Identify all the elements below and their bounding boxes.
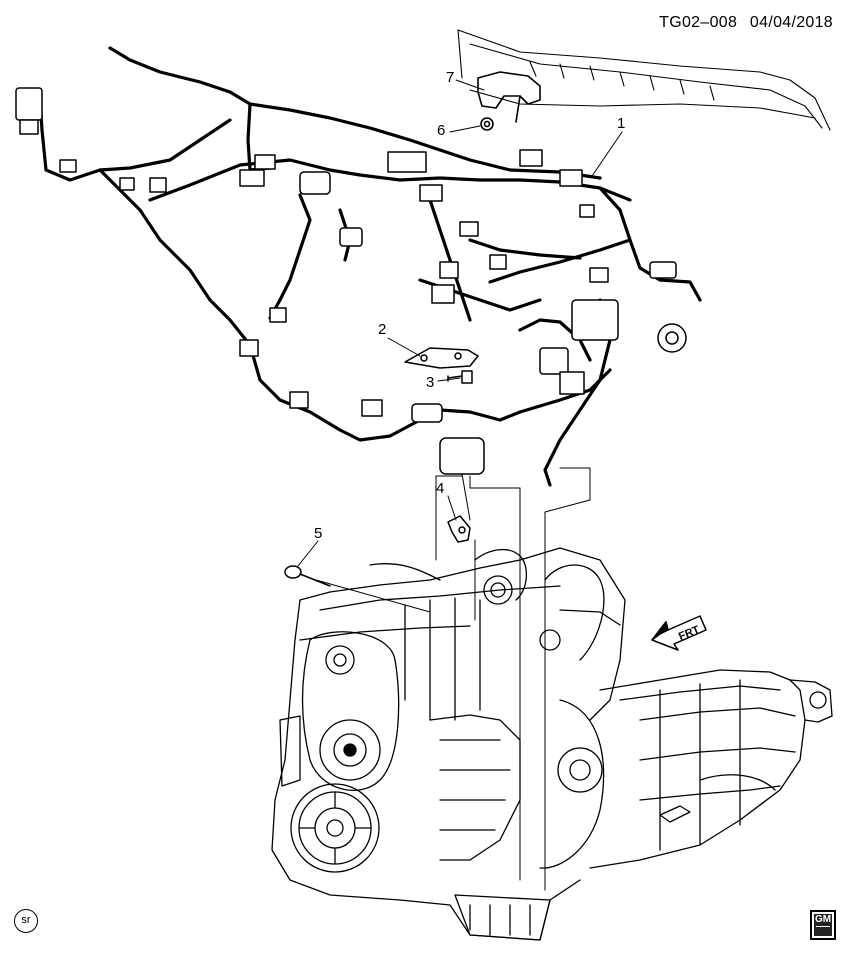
transmission — [589, 669, 833, 869]
bolt-part-lower — [284, 565, 331, 587]
harness-connectors — [15, 87, 687, 475]
engine-block — [271, 547, 626, 941]
callout-labels: 1 2 3 4 5 6 7 FRT — [314, 69, 702, 643]
callout-1: 1 — [617, 115, 625, 132]
gm-logo: GM — [810, 910, 836, 940]
diagram-date: 04/04/2018 — [749, 14, 833, 31]
callout-leaders — [297, 79, 623, 567]
callout-7: 7 — [446, 69, 454, 86]
callout-5: 5 — [314, 525, 322, 542]
reference-code: TG02–008 — [659, 14, 738, 31]
gm-logo-text: GM — [814, 914, 832, 925]
nut-part — [480, 117, 494, 131]
callout-3: 3 — [426, 374, 434, 391]
diagram-header: TG02–008 04/04/2018 — [659, 14, 833, 32]
front-direction-arrow — [651, 615, 707, 651]
callout-2: 2 — [378, 321, 386, 338]
clip-part — [447, 515, 471, 543]
harness-bracket-part — [404, 347, 479, 369]
bolt-part-upper — [447, 370, 473, 384]
sr-symbol: sr — [14, 909, 38, 933]
body-panel-outline — [457, 29, 831, 131]
callout-4: 4 — [436, 480, 444, 497]
bracket-part — [477, 71, 541, 123]
alignment-lines — [315, 467, 591, 891]
wiring-harness — [26, 46, 702, 487]
callout-6: 6 — [437, 122, 445, 139]
